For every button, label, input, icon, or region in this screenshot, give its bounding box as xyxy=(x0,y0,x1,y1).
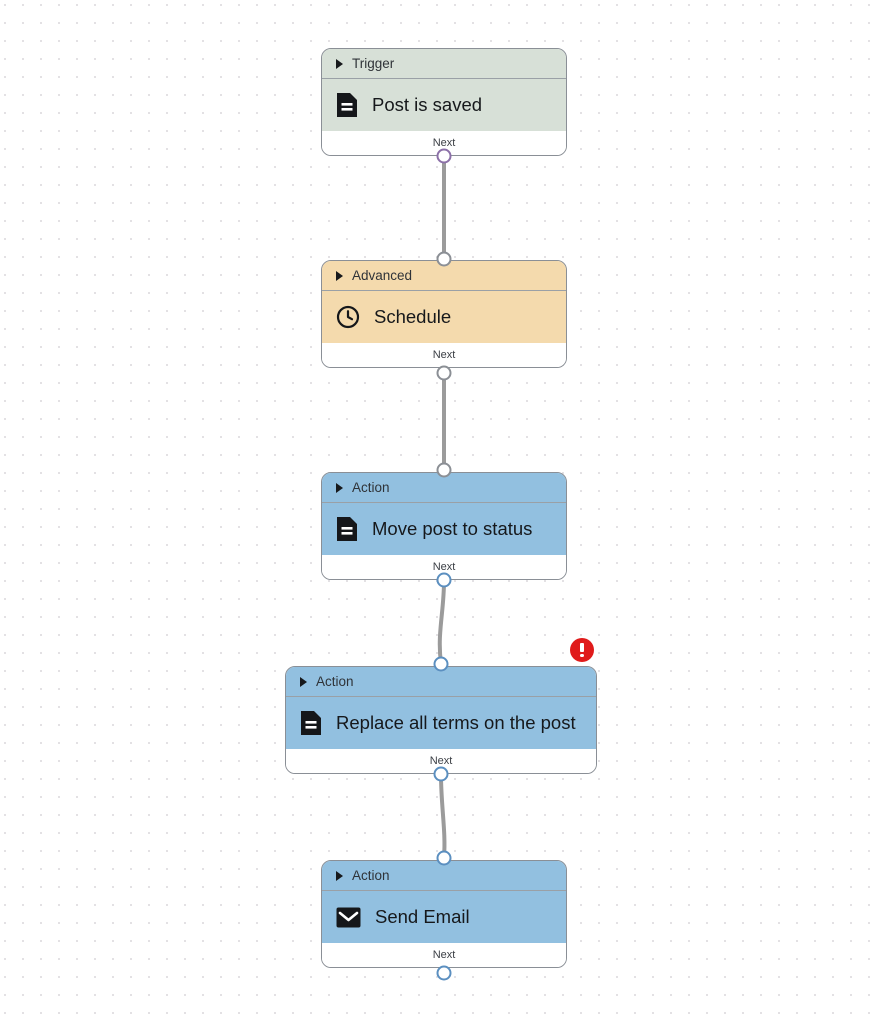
node-header-trigger-post-is-saved[interactable]: Trigger xyxy=(322,49,566,79)
node-category-label: Action xyxy=(352,480,390,495)
next-label: Next xyxy=(432,349,456,361)
port-advanced-out[interactable] xyxy=(436,365,452,381)
wire-move-post-to-replace xyxy=(437,579,446,665)
node-body-action-send-email[interactable]: Send Email xyxy=(322,891,566,943)
node-body-action-move-post-to-status[interactable]: Move post to status xyxy=(322,503,566,555)
node-category-label: Advanced xyxy=(352,268,413,283)
document-icon-wrap xyxy=(300,710,322,736)
node-title-label: Post is saved xyxy=(372,94,483,115)
document-icon xyxy=(301,711,321,735)
next-label: Next xyxy=(432,137,456,149)
node-body-trigger-post-is-saved[interactable]: Post is saved xyxy=(322,79,566,131)
port-move-post-out[interactable] xyxy=(436,572,452,588)
port-advanced-in[interactable] xyxy=(436,251,452,267)
envelope-icon xyxy=(336,907,361,927)
clock-icon-wrap xyxy=(336,305,360,329)
node-title-label: Send Email xyxy=(375,906,470,927)
port-replace-terms-in[interactable] xyxy=(433,656,449,672)
expand-triangle-icon[interactable] xyxy=(300,676,307,687)
port-send-email-out[interactable] xyxy=(436,965,452,981)
node-title-label: Replace all terms on the post xyxy=(336,712,576,733)
expand-triangle-icon[interactable] xyxy=(336,58,343,69)
exclamation-bar-icon xyxy=(580,643,584,652)
envelope-icon-wrap xyxy=(336,907,361,928)
node-header-action-replace-all-terms-on-the-post[interactable]: Action xyxy=(286,667,596,697)
expand-triangle-icon[interactable] xyxy=(336,270,343,281)
port-trigger-out[interactable] xyxy=(436,148,452,164)
node-header-action-move-post-to-status[interactable]: Action xyxy=(322,473,566,503)
node-body-action-replace-all-terms-on-the-post[interactable]: Replace all terms on the post xyxy=(286,697,596,749)
node-title-label: Move post to status xyxy=(372,518,533,539)
port-move-post-in[interactable] xyxy=(436,462,452,478)
node-category-label: Action xyxy=(352,868,390,883)
next-label: Next xyxy=(429,755,453,767)
next-label: Next xyxy=(432,949,456,961)
wire-replace-to-send-email xyxy=(439,773,447,859)
node-category-label: Trigger xyxy=(352,56,395,71)
clock-icon xyxy=(336,305,360,329)
node-next-button-action-send-email[interactable]: Next xyxy=(322,943,566,967)
expand-triangle-icon[interactable] xyxy=(336,870,343,881)
expand-triangle-icon[interactable] xyxy=(336,482,343,493)
node-header-action-send-email[interactable]: Action xyxy=(322,861,566,891)
node-category-label: Action xyxy=(316,674,354,689)
document-icon-wrap xyxy=(336,92,358,118)
node-title-label: Schedule xyxy=(374,306,452,327)
document-icon xyxy=(337,93,357,117)
exclamation-dot-icon xyxy=(580,653,584,657)
document-icon-wrap xyxy=(336,516,358,542)
node-next-button-advanced-schedule[interactable]: Next xyxy=(322,343,566,367)
port-replace-terms-out[interactable] xyxy=(433,766,449,782)
next-label: Next xyxy=(432,561,456,573)
node-body-advanced-schedule[interactable]: Schedule xyxy=(322,291,566,343)
port-send-email-in[interactable] xyxy=(436,850,452,866)
document-icon xyxy=(337,517,357,541)
error-badge[interactable] xyxy=(570,638,594,662)
